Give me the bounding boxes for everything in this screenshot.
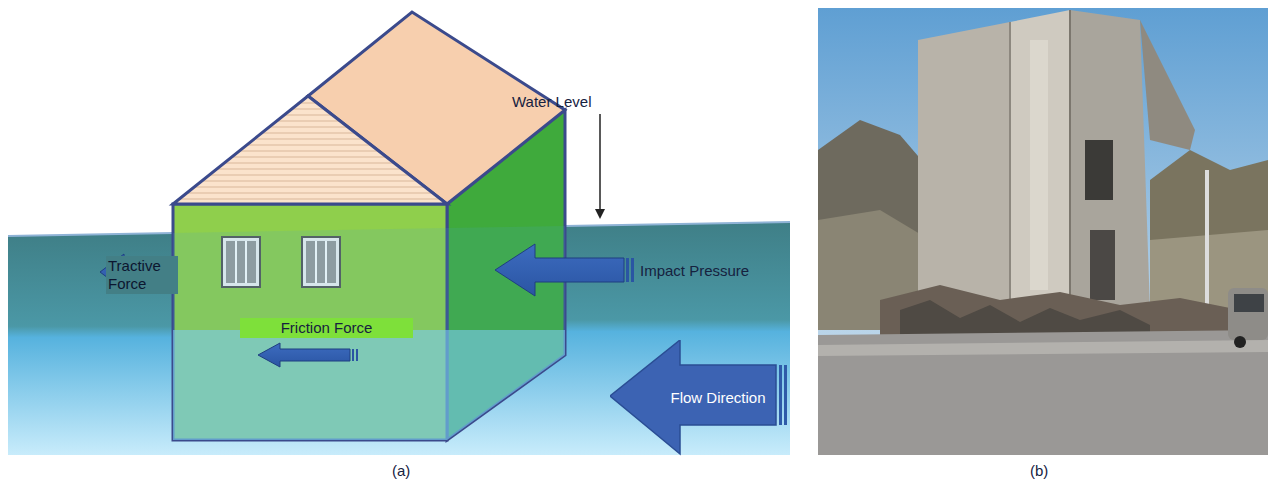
house [173,12,565,440]
flow-arrow: Flow Direction [610,340,790,456]
force-arrow [258,343,358,367]
force-label: Impact Pressure [640,262,749,280]
band-label: Friction Force [281,319,373,337]
panel-caption: (b) [1030,462,1048,480]
arrow-label: Flow Direction [670,389,765,407]
water-body [8,222,790,455]
panel-caption: (a) [392,462,410,480]
water-level-arrow [595,114,605,219]
water-level-label: Water Level [512,93,591,111]
force-label: Tractive Force [106,256,178,294]
force-band: Friction Force [240,318,413,338]
force-arrow [495,244,634,296]
photo [818,8,1268,455]
